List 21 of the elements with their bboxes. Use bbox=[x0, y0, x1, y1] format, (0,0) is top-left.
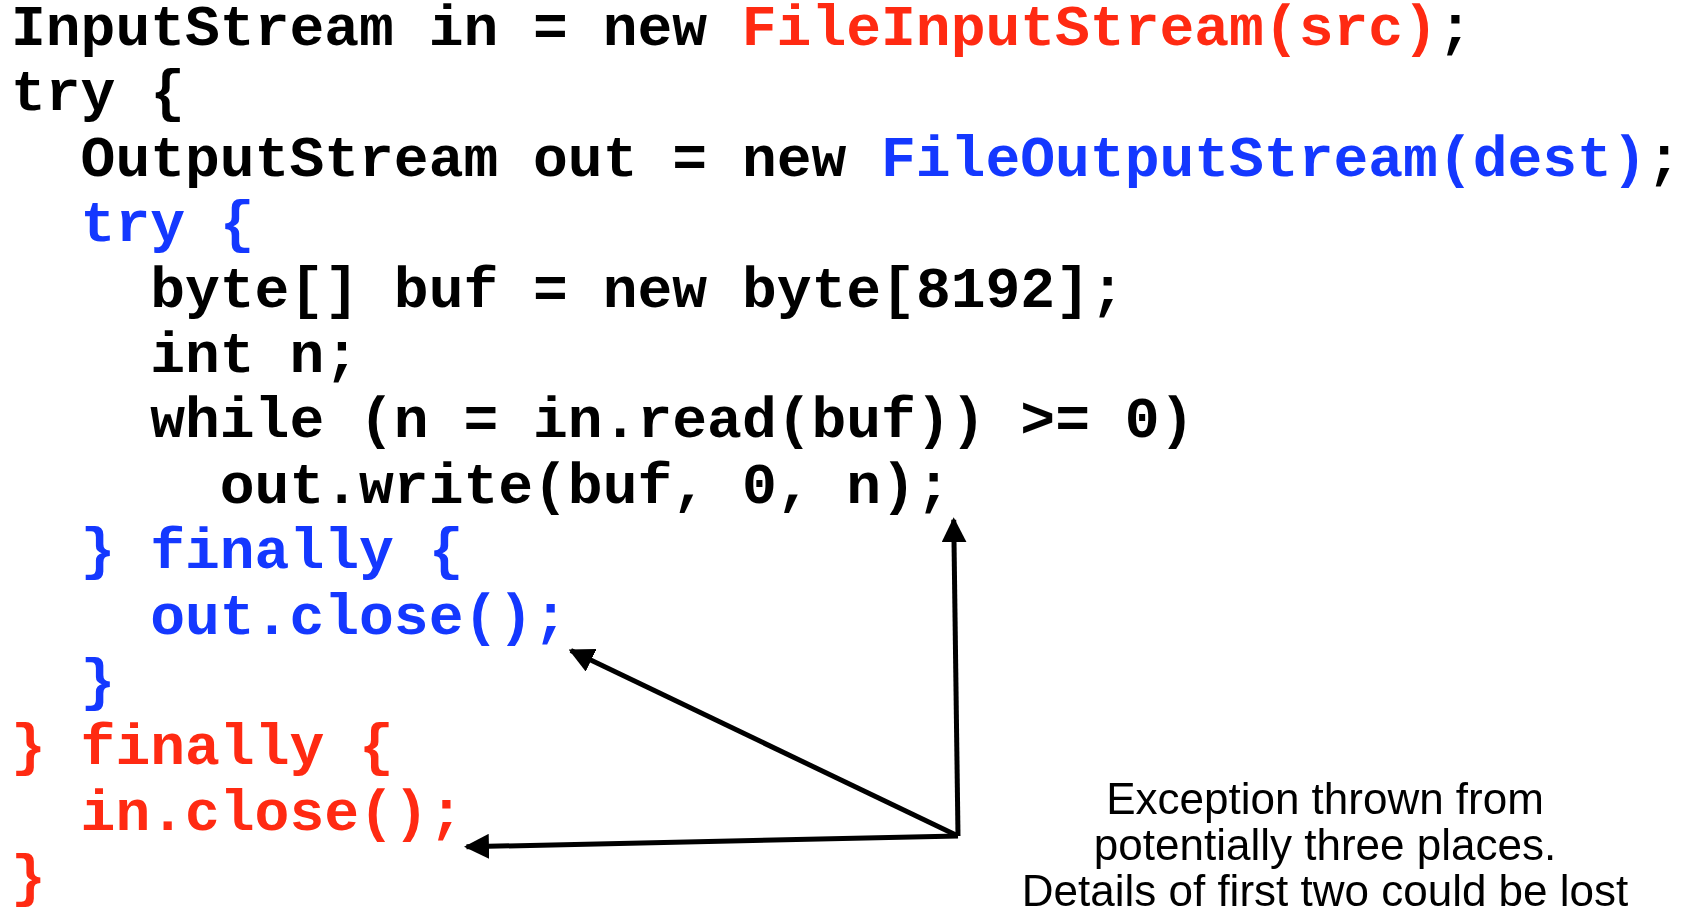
code-line: out.write(buf, 0, n); bbox=[219, 457, 951, 518]
code-text: byte[] buf = new byte[8192]; bbox=[150, 261, 1125, 322]
code-text: } finally { bbox=[11, 719, 394, 780]
code-text: OutputStream out = new bbox=[80, 130, 847, 191]
code-text: InputStream in = new bbox=[11, 0, 708, 60]
code-text: int n; bbox=[150, 327, 360, 387]
code-text: try { bbox=[80, 196, 255, 257]
code-text: } finally { bbox=[80, 523, 464, 584]
code-line: in.close(); bbox=[80, 784, 464, 845]
leader-arrow bbox=[941, 517, 967, 837]
code-text: } bbox=[80, 654, 116, 714]
code-text: while (n = in.read(buf)) >= 0) bbox=[150, 392, 1195, 453]
code-text: FileInputStream(src) bbox=[741, 0, 1438, 60]
leader-arrow bbox=[463, 833, 959, 859]
code-text: try { bbox=[11, 65, 186, 126]
code-text: ; bbox=[1646, 130, 1682, 191]
callout-note: Exception thrown from potentially three places. Details of first two could be lost bbox=[960, 776, 1690, 914]
code-text: ; bbox=[1437, 0, 1473, 60]
code-line: out.close(); bbox=[150, 588, 568, 649]
code-text: FileOutputStream(dest) bbox=[881, 130, 1647, 191]
code-text: } bbox=[11, 850, 46, 911]
